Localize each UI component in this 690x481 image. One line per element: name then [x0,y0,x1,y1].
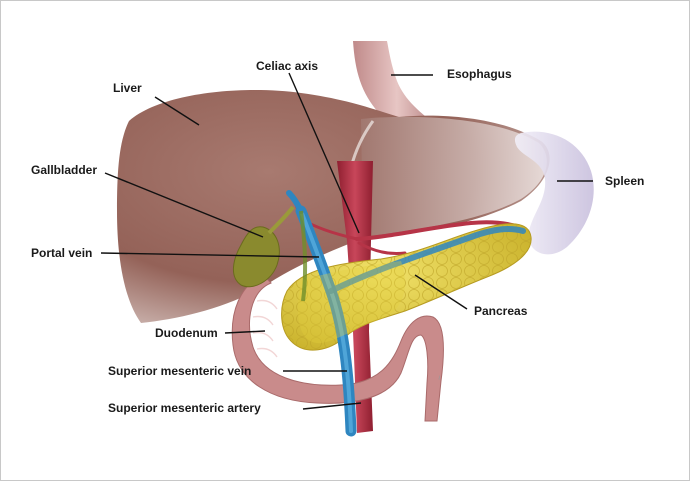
label-spleen: Spleen [605,174,645,188]
cystic-duct-shape [267,205,295,235]
label-superior-mesenteric-vein: Superior mesenteric vein [108,364,252,378]
leader-lines [100,72,593,410]
leader-gallbladder [104,172,264,238]
leader-duodenum [224,330,266,334]
label-celiac-axis: Celiac axis [256,59,319,73]
duodenum-folds [252,299,278,358]
label-liver: Liver [113,81,142,95]
leader-liver [154,96,200,126]
leader-superior-mesenteric-artery [302,402,362,410]
label-pancreas: Pancreas [474,304,528,318]
artist-signature: ~ [435,374,444,381]
spleen-shape [514,131,594,255]
label-esophagus: Esophagus [447,67,512,81]
duodenum-shape [231,274,444,422]
label-duodenum: Duodenum [155,326,218,340]
leader-pancreas [414,274,468,310]
label-gallbladder: Gallbladder [31,163,98,177]
leader-celiac-axis [288,72,360,234]
label-superior-mesenteric-artery: Superior mesenteric artery [108,401,261,415]
liver-right-lobe-shape [361,116,547,237]
bile-duct-shape [299,210,308,302]
label-portal-vein: Portal vein [31,246,93,260]
venous-system [286,190,526,437]
gallbladder-shape [233,226,280,288]
pancreas-neck-overlay [297,261,405,344]
leader-portal-vein [100,252,320,258]
